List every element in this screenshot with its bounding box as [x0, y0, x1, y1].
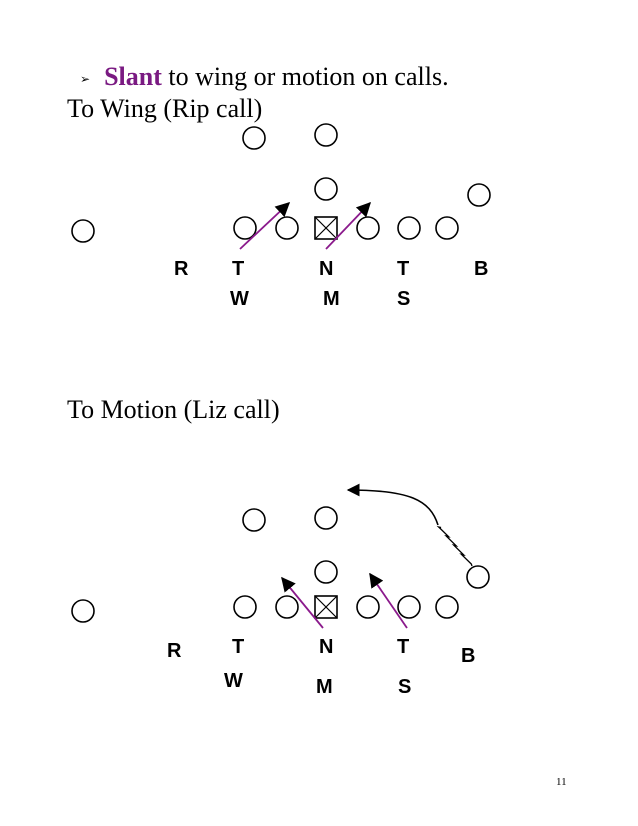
arrowhead-icon [274, 202, 291, 218]
label-r: R [174, 258, 189, 280]
player-circle [242, 508, 266, 532]
player-circle [356, 595, 380, 619]
page-number: 11 [556, 776, 567, 788]
player-circle [356, 216, 380, 240]
label-s: S [398, 676, 412, 698]
label-b: B [461, 645, 476, 667]
slant-bullet-line: ➢ Slant to wing or motion on calls. [80, 62, 449, 92]
center-box-cross [314, 216, 338, 240]
label-m: M [323, 288, 340, 310]
center-box-cross [314, 595, 338, 619]
player-circle [397, 216, 421, 240]
arrowhead-bullet-icon: ➢ [80, 71, 91, 86]
player-circle [242, 126, 266, 150]
label-n: N [319, 258, 334, 280]
label-t-right: T [397, 258, 410, 280]
player-circle [314, 177, 338, 201]
player-circle [71, 219, 95, 243]
label-s: S [397, 288, 411, 310]
player-circle [314, 506, 338, 530]
player-circle [233, 216, 257, 240]
player-circle [314, 123, 338, 147]
label-w: W [224, 670, 243, 692]
label-t-left: T [232, 636, 245, 658]
label-t-left: T [232, 258, 245, 280]
player-circle [275, 216, 299, 240]
motion-arrow [346, 483, 439, 526]
player-circle [314, 560, 338, 584]
player-circle [275, 595, 299, 619]
section-title-motion: To Motion (Liz call) [67, 395, 280, 424]
arrowhead-icon [369, 572, 384, 589]
player-circle [466, 565, 490, 589]
arrowhead-icon [281, 576, 296, 593]
player-circle [397, 595, 421, 619]
slant-description: to wing or motion on calls. [161, 62, 449, 91]
player-circle [435, 595, 459, 619]
label-w: W [230, 288, 249, 310]
arrowhead-icon [355, 201, 371, 218]
label-m: M [316, 676, 333, 698]
player-circle [435, 216, 459, 240]
label-t-right: T [397, 636, 410, 658]
motion-zigzag [436, 525, 473, 567]
label-n: N [319, 636, 334, 658]
section-title-wing: To Wing (Rip call) [67, 94, 263, 123]
label-r: R [167, 640, 182, 662]
player-circle [467, 183, 491, 207]
slant-keyword: Slant [104, 62, 162, 91]
player-circle [233, 595, 257, 619]
label-b: B [474, 258, 489, 280]
player-circle [71, 599, 95, 623]
